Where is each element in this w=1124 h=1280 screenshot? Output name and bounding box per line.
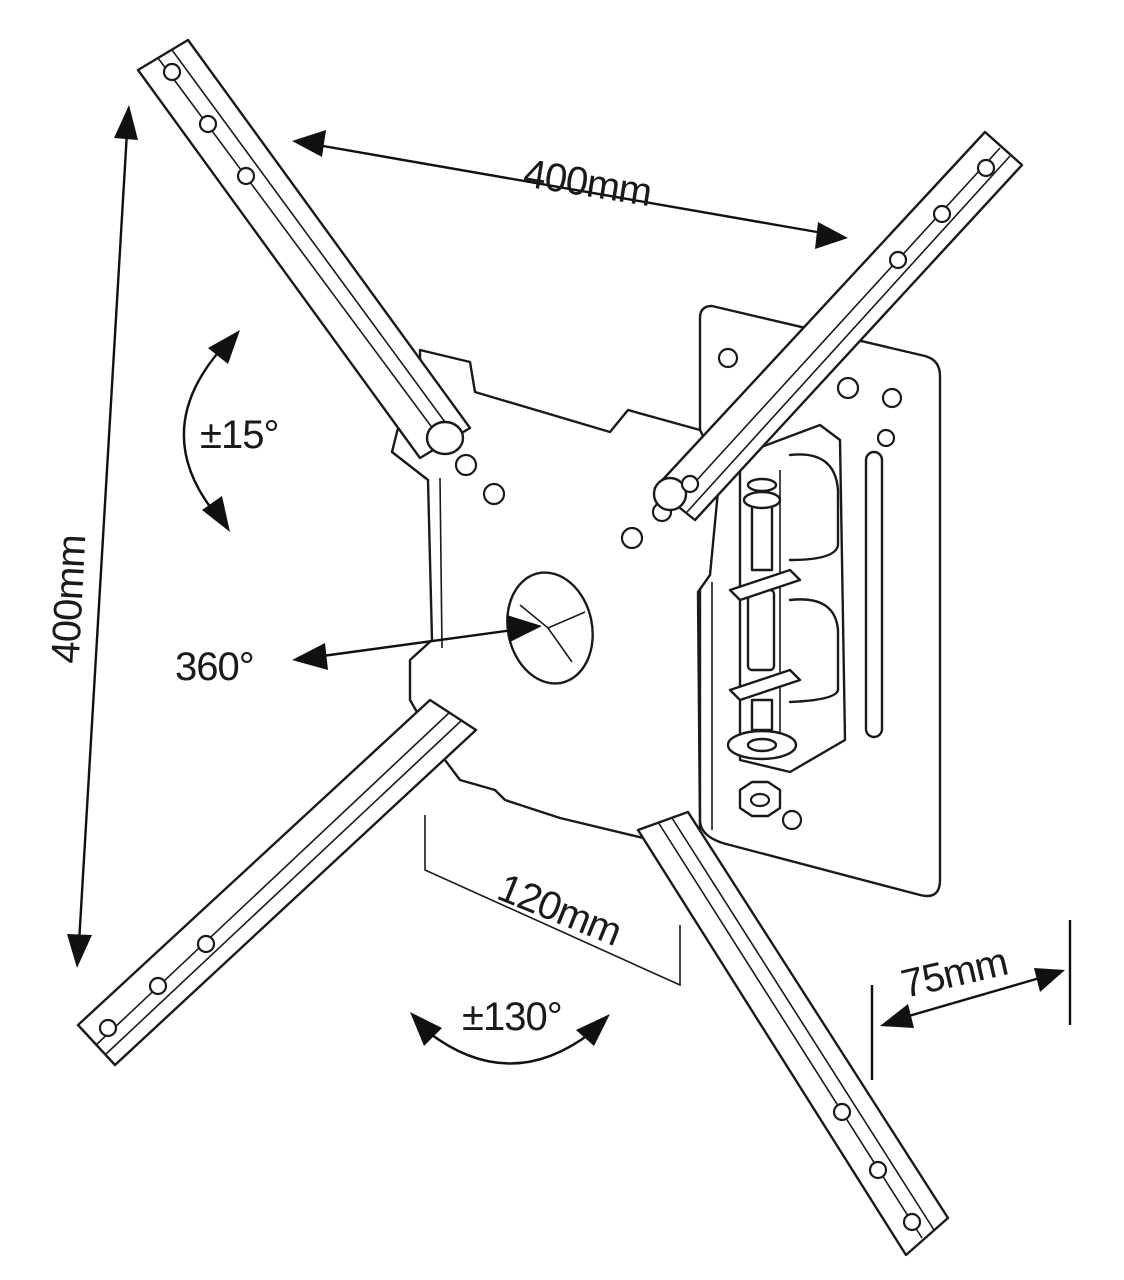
dimension-left-height: 400mm [44, 105, 138, 968]
label-tilt: ±15° [200, 413, 278, 457]
label-swivel: ±130° [462, 995, 562, 1039]
label-rotation: 360° [175, 645, 254, 689]
swivel-arm-bracket [726, 423, 847, 818]
tilt-indicator: ±15° [182, 330, 279, 532]
arm-bottom-right [636, 810, 950, 1257]
rotation-indicator: 360° [175, 615, 542, 689]
label-inner-width: 120mm [492, 866, 628, 955]
label-depth: 75mm [897, 940, 1011, 1007]
dimension-depth: 75mm [870, 920, 1072, 1080]
arm-top-right [652, 130, 1024, 522]
arm-top-left [136, 38, 472, 460]
vesa-center-plate [390, 348, 722, 844]
dimension-top-width: 400mm [292, 130, 848, 249]
label-left-height: 400mm [44, 534, 95, 665]
dimension-inner-width: 120mm [424, 815, 681, 987]
swivel-indicator: ±130° [410, 995, 610, 1065]
arm-bottom-left [76, 698, 478, 1067]
label-top-width: 400mm [521, 151, 655, 215]
